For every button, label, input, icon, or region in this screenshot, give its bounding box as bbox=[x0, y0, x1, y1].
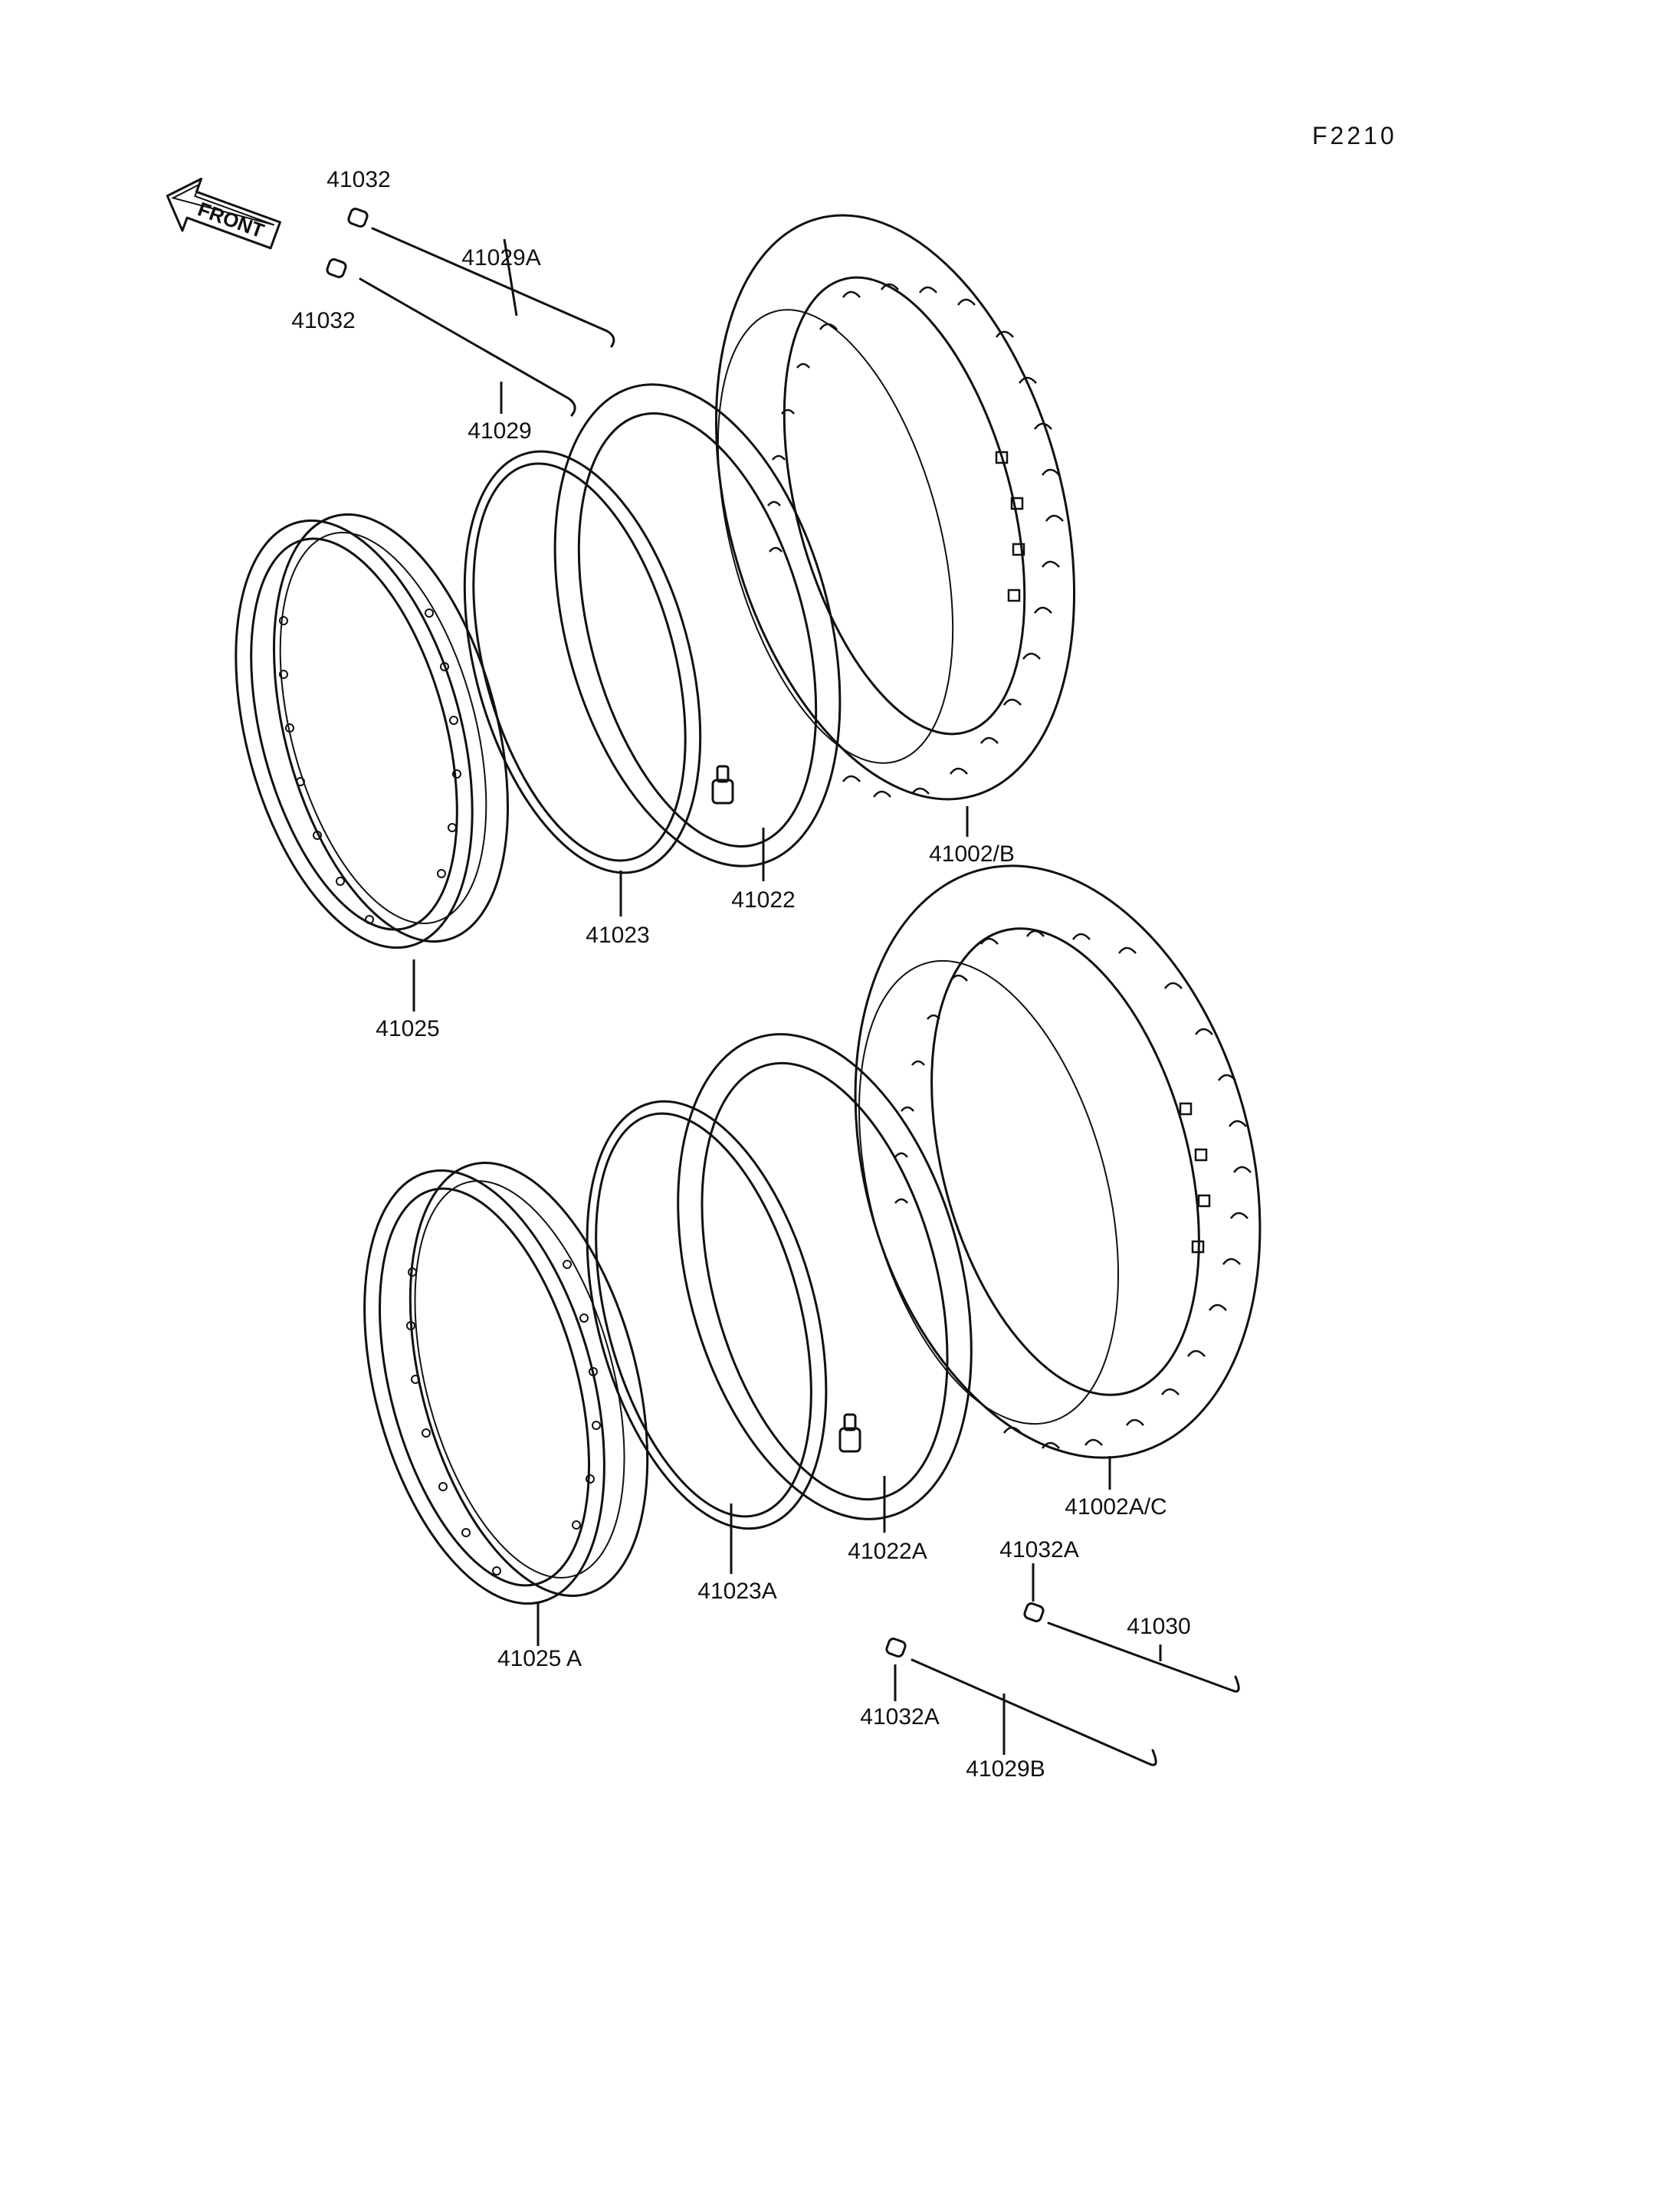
rear-wheel-assembly: 41002A/C 41022A 41023A 41025 A 41032A 41… bbox=[363, 864, 1262, 1782]
rear-nipple-upper bbox=[1023, 1602, 1045, 1622]
label-rear-nipple-upper: 41032A bbox=[999, 1537, 1078, 1562]
front-wheel-assembly: 41032 41029A 41032 41029 41002/B 41022 4… bbox=[235, 167, 1076, 1041]
front-tube bbox=[553, 383, 842, 867]
rear-rim bbox=[363, 1162, 649, 1605]
rear-rim-spoke-holes bbox=[406, 1260, 601, 1576]
rear-tire-tread bbox=[894, 930, 1252, 1449]
label-front-rim-band: 41023 bbox=[586, 923, 649, 948]
front-tire-tread bbox=[767, 283, 1064, 798]
label-front-tube: 41022 bbox=[731, 887, 795, 913]
label-front-rim: 41025 bbox=[376, 1016, 439, 1041]
front-spoke-41029a bbox=[371, 227, 609, 333]
front-rim bbox=[235, 513, 509, 949]
label-rear-nipple-lower: 41032A bbox=[860, 1704, 939, 1730]
label-rear-spoke-41030: 41030 bbox=[1127, 1614, 1190, 1639]
label-rear-tire: 41002A/C bbox=[1065, 1494, 1166, 1520]
figure-code: F2210 bbox=[1312, 122, 1397, 149]
rear-rim-band bbox=[586, 1100, 828, 1530]
label-rear-rim: 41025 A bbox=[497, 1646, 582, 1671]
front-nipple-lower bbox=[326, 258, 347, 278]
rear-spoke-41030 bbox=[1047, 1622, 1234, 1692]
front-arrow-icon: FRONT bbox=[166, 177, 281, 250]
front-spoke-41029 bbox=[359, 277, 570, 400]
label-front-tire: 41002/B bbox=[929, 841, 1015, 867]
label-rear-spoke-41029b: 41029B bbox=[966, 1756, 1045, 1782]
front-tube-valve-icon bbox=[711, 765, 734, 805]
front-rim-band bbox=[463, 450, 702, 874]
label-front-nipple-upper: 41032 bbox=[326, 167, 390, 192]
rear-spoke-41029b bbox=[911, 1658, 1151, 1766]
front-tire bbox=[714, 214, 1076, 801]
label-rear-tube: 41022A bbox=[848, 1539, 927, 1564]
rear-tube bbox=[677, 1033, 973, 1520]
front-rim-spoke-holes bbox=[279, 608, 461, 924]
label-rear-rim-band: 41023A bbox=[697, 1579, 776, 1604]
rear-tube-valve-icon bbox=[838, 1413, 861, 1453]
front-nipple-upper bbox=[347, 208, 369, 228]
rear-tire bbox=[854, 864, 1262, 1459]
label-front-spoke-41029: 41029 bbox=[468, 418, 531, 444]
label-front-spoke-41029a: 41029A bbox=[461, 245, 540, 271]
label-front-nipple-lower: 41032 bbox=[291, 308, 355, 333]
rear-nipple-lower bbox=[885, 1638, 907, 1658]
